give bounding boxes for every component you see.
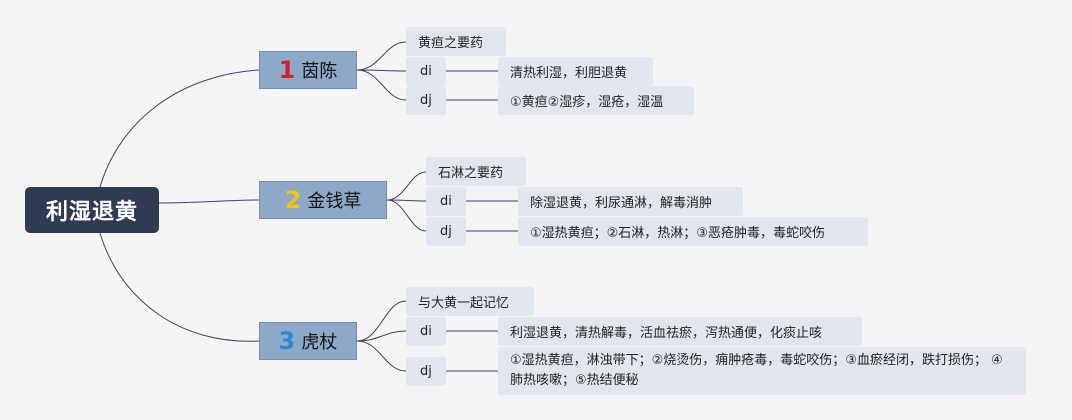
branch-3-di-label: di [420, 324, 432, 339]
branch-1-summary[interactable]: 黄疸之要药 [406, 27, 506, 56]
connector-b2-dj [386, 199, 427, 232]
connector-b1-summary [356, 41, 407, 71]
branch-label-1: 茵陈 [301, 61, 338, 82]
connector-root-branch-1 [99, 69, 260, 188]
connector-b2-summary [386, 171, 427, 201]
branch-3-di-leaf[interactable]: 利湿退黄，清热解毒，活血祛瘀，泻热通便，化痰止咳 [498, 317, 862, 346]
branch-3-di-text: 利湿退黄，清热解毒，活血祛瘀，泻热通便，化痰止咳 [510, 326, 823, 341]
connector-b3-summary [356, 300, 407, 342]
branch-1-di-leaf[interactable]: 清热利湿，利胆退黄 [498, 57, 653, 86]
connector-b3-di [356, 330, 407, 342]
branch-2-di-label: di [440, 194, 452, 209]
root-node[interactable]: 利湿退黄 [25, 187, 159, 233]
connector-root-branch-3 [99, 232, 260, 342]
branch-label-2: 金钱草 [307, 191, 362, 212]
branch-2-summary[interactable]: 石淋之要药 [426, 157, 526, 186]
branch-node-2[interactable]: 2 金钱草 [259, 181, 387, 219]
branch-3-summary-text: 与大黄一起记忆 [418, 296, 510, 311]
branch-1-di-label: di [420, 64, 432, 79]
branch-2-summary-text: 石淋之要药 [438, 166, 504, 181]
branch-2-dj-leaf[interactable]: ①湿热黄疸；②石淋，热淋；③恶疮肿毒，毒蛇咬伤 [518, 217, 868, 246]
branch-2-dj-text: ①湿热黄疸；②石淋，热淋；③恶疮肿毒，毒蛇咬伤 [530, 226, 825, 241]
branch-2-di-text: 除湿退黄，利尿通淋，解毒消肿 [530, 196, 713, 211]
branch-number-2: 2 [284, 186, 302, 214]
branch-node-1[interactable]: 1 茵陈 [259, 51, 357, 89]
branch-2-dj-tag[interactable]: dj [426, 217, 466, 246]
branch-3-dj-leaf[interactable]: ①湿热黄疸，淋浊带下；②烧烫伤，痈肿疮毒，毒蛇咬伤；③血瘀经闭，跌打损伤； ④肺… [498, 347, 1026, 395]
root-title: 利湿退黄 [45, 200, 138, 225]
branch-3-dj-label: dj [420, 364, 432, 379]
branch-1-di-tag[interactable]: di [406, 57, 446, 86]
branch-1-dj-tag[interactable]: dj [406, 86, 446, 115]
branch-number-1: 1 [278, 56, 296, 84]
branch-3-dj-text: ①湿热黄疸，淋浊带下；②烧烫伤，痈肿疮毒，毒蛇咬伤；③血瘀经闭，跌打损伤； ④肺… [510, 353, 1003, 388]
branch-2-dj-label: dj [440, 224, 452, 239]
branch-1-dj-label: dj [420, 93, 432, 108]
connector-b2-di [386, 199, 427, 202]
branch-number-3: 3 [278, 327, 296, 355]
connector-b1-di [356, 69, 407, 72]
branch-1-summary-text: 黄疸之要药 [418, 36, 484, 51]
branch-label-3: 虎杖 [301, 332, 338, 353]
connector-b3-dj [356, 340, 407, 372]
branch-3-summary[interactable]: 与大黄一起记忆 [406, 287, 534, 316]
branch-1-di-text: 清热利湿，利胆退黄 [510, 66, 628, 81]
branch-3-di-tag[interactable]: di [406, 317, 446, 346]
connector-b1-dj [356, 69, 407, 101]
branch-1-dj-leaf[interactable]: ①黄疸②湿疹，湿疮，湿温 [498, 86, 694, 115]
branch-3-dj-tag[interactable]: dj [406, 357, 446, 386]
branch-2-di-leaf[interactable]: 除湿退黄，利尿通淋，解毒消肿 [518, 187, 743, 216]
branch-1-dj-text: ①黄疸②湿疹，湿疮，湿温 [510, 95, 664, 110]
branch-2-di-tag[interactable]: di [426, 187, 466, 216]
branch-node-3[interactable]: 3 虎杖 [259, 322, 357, 360]
connector-root-branch-2 [158, 199, 260, 204]
